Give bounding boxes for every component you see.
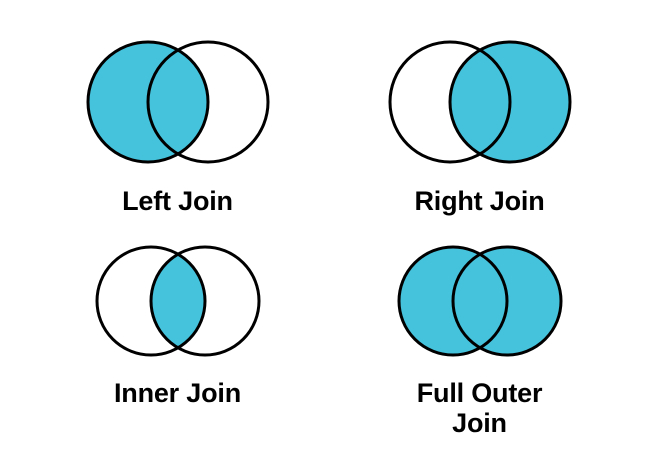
right-circle-outline (149, 245, 260, 357)
intersection-region (147, 42, 208, 162)
right-join-venn-graphic (388, 40, 571, 164)
diagram-inner-join[interactable]: Inner Join (50, 240, 305, 408)
left-circle-outline (397, 245, 508, 357)
left-circle-outline (388, 40, 511, 164)
right-circle-outline (146, 40, 269, 164)
full-outer-join-venn-graphic (397, 245, 562, 357)
diagram-right-join[interactable]: Right Join (352, 34, 607, 216)
right-circle-outline (448, 40, 571, 164)
diagram-label-inner-join: Inner Join (113, 378, 241, 408)
diagram-full-outer-join[interactable]: Full Outer Join (352, 240, 607, 438)
inner-join-venn-graphic (95, 245, 260, 357)
right-circle-outline (451, 245, 562, 357)
diagram-label-left-join: Left Join (122, 186, 233, 216)
left-join-venn-graphic (86, 40, 269, 164)
diagram-left-join[interactable]: Left Join (50, 34, 305, 216)
intersection-region (452, 247, 507, 355)
left-circle-outline (95, 245, 206, 357)
intersection-region (150, 247, 205, 355)
left-circle-outline (86, 40, 209, 164)
diagram-label-right-join: Right Join (414, 186, 545, 216)
diagram-label-full-outer-join: Full Outer Join (416, 378, 543, 439)
intersection-region (449, 42, 510, 162)
